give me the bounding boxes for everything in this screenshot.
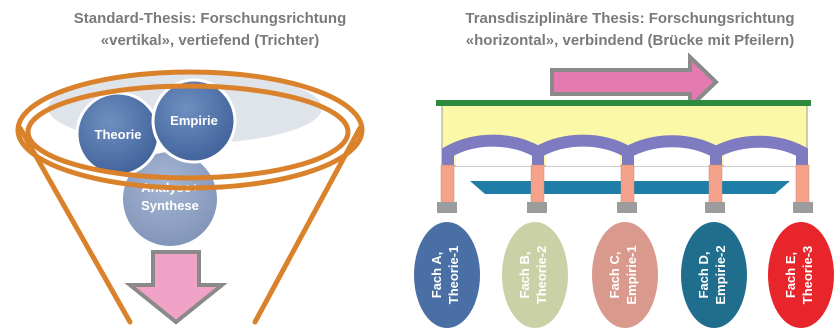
synthese-label: Synthese	[141, 198, 199, 213]
left-title-line2: «vertikal», vertiefend (Trichter)	[100, 32, 320, 49]
funnel-down-arrow	[124, 250, 228, 325]
pillar-a-line2: Theorie-1	[446, 246, 461, 305]
bridge-road	[436, 100, 811, 106]
empirie-circle	[151, 78, 237, 164]
funnel-rim-inner	[25, 83, 351, 181]
pillar-d-line2: Empirie-2	[713, 245, 728, 304]
pillar-e-line1: Fach E,	[783, 252, 798, 298]
left-title-line1: Standard-Thesis: Forschungsrichtung	[73, 10, 347, 27]
pillar-c: Fach C, Empirie-1	[592, 222, 658, 328]
funnel-rim-outer	[15, 69, 365, 191]
empirie-label: Empirie	[170, 113, 218, 128]
right-title-line1: Transdisziplinäre Thesis: Forschungsrich…	[465, 10, 795, 27]
bridge-piers	[440, 164, 810, 204]
pillar-a-line1: Fach A,	[429, 252, 444, 298]
theorie-label: Theorie	[95, 127, 142, 142]
pillar-b-line2: Theorie-2	[534, 246, 549, 305]
bridge-diagram: Fach A, Theorie-1 Fach B, Theorie-2 Fach…	[414, 52, 834, 328]
right-title: Transdisziplinäre Thesis: Forschungsrich…	[420, 8, 840, 52]
funnel-diagram: Analyse+ Synthese Theorie Empirie	[15, 69, 365, 325]
pillar-c-line2: Empirie-1	[624, 245, 639, 304]
pillar-b: Fach B, Theorie-2	[502, 222, 568, 328]
pillar-d-line1: Fach D,	[696, 252, 711, 299]
left-title: Standard-Thesis: Forschungsrichtung «ver…	[0, 8, 420, 52]
pillar-d: Fach D, Empirie-2	[681, 222, 747, 328]
pier-caps	[437, 202, 813, 213]
funnel-cone	[17, 125, 363, 325]
horizontal-arrow	[550, 52, 719, 112]
pillar-c-line1: Fach C,	[607, 252, 622, 299]
pillar-a: Fach A, Theorie-1	[414, 222, 480, 328]
pillar-e: Fach E, Theorie-3	[768, 222, 834, 328]
pillar-e-line2: Theorie-3	[800, 246, 815, 305]
right-title-line2: «horizontal», verbindend (Brücke mit Pfe…	[465, 32, 795, 49]
pillar-b-line1: Fach B,	[517, 252, 532, 299]
bridge-arches	[442, 134, 808, 166]
